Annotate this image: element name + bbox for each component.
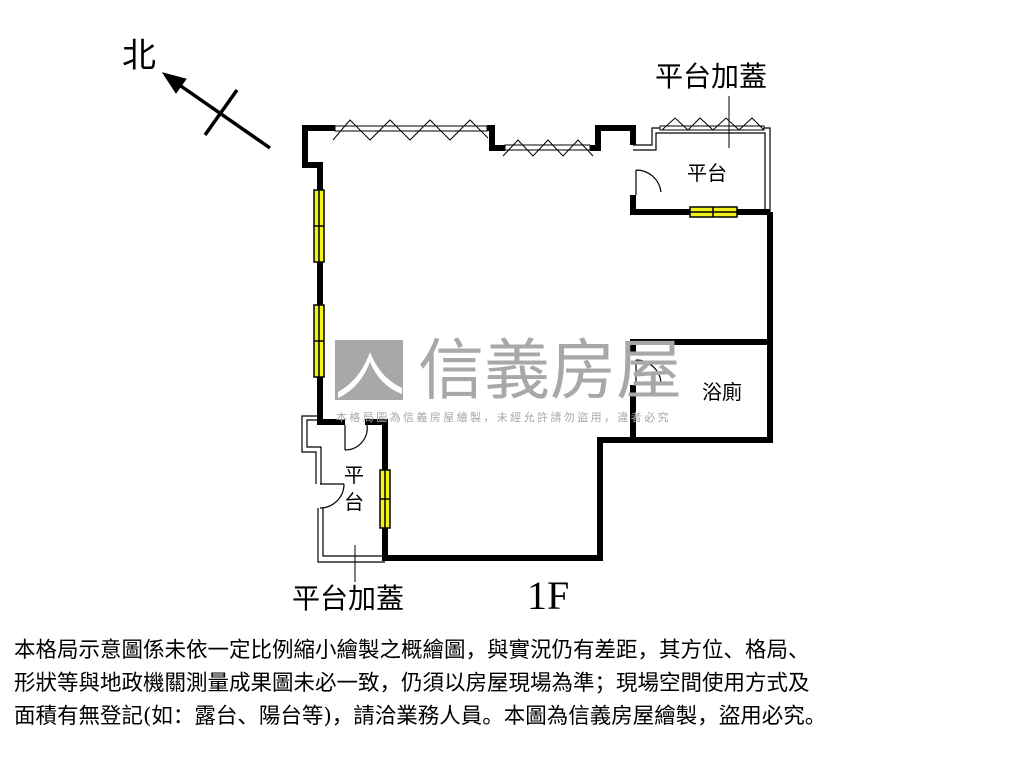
floor-label: 1F [527,573,570,618]
room-label-top-platform: 平台 [687,161,727,185]
disclaimer-caption: 本格局示意圖係未依一定比例縮小繪製之概繪圖，與實況仍有差距，其方位、格局、 形狀… [14,634,1014,733]
doors [319,169,662,509]
room-label-left-platform-extension: 平台加蓋 [292,582,405,615]
folding-windows [332,117,765,157]
caption-line: 形狀等與地政機關測量成果圖未必一致，仍須以房屋現場為準；現場空間使用方式及 [14,671,810,696]
walls [302,125,773,561]
north-arrow-icon [161,72,271,150]
windows [313,189,738,529]
platform-outlines [301,127,771,563]
leader-lines [354,96,730,582]
caption-line: 面積有無登記(如：露台、陽台等)，請洽業務人員。本圖為信義房屋繪製，盜用必究。 [14,704,827,729]
room-label-left-platform: 平台 [344,463,364,514]
room-label-bathroom: 浴廁 [702,380,742,404]
caption-line: 本格局示意圖係未依一定比例縮小繪製之概繪圖，與實況仍有差距，其方位、格局、 [14,638,810,663]
north-label: 北 [122,36,156,76]
room-label-top-platform-extension: 平台加蓋 [655,60,768,93]
watermark-brand: 信義房屋 [418,332,682,409]
watermark-notice: 本格局圖為信義房屋繪製，未經允許請勿盜用，違者必究 [336,411,671,424]
watermark-logo [335,340,403,400]
